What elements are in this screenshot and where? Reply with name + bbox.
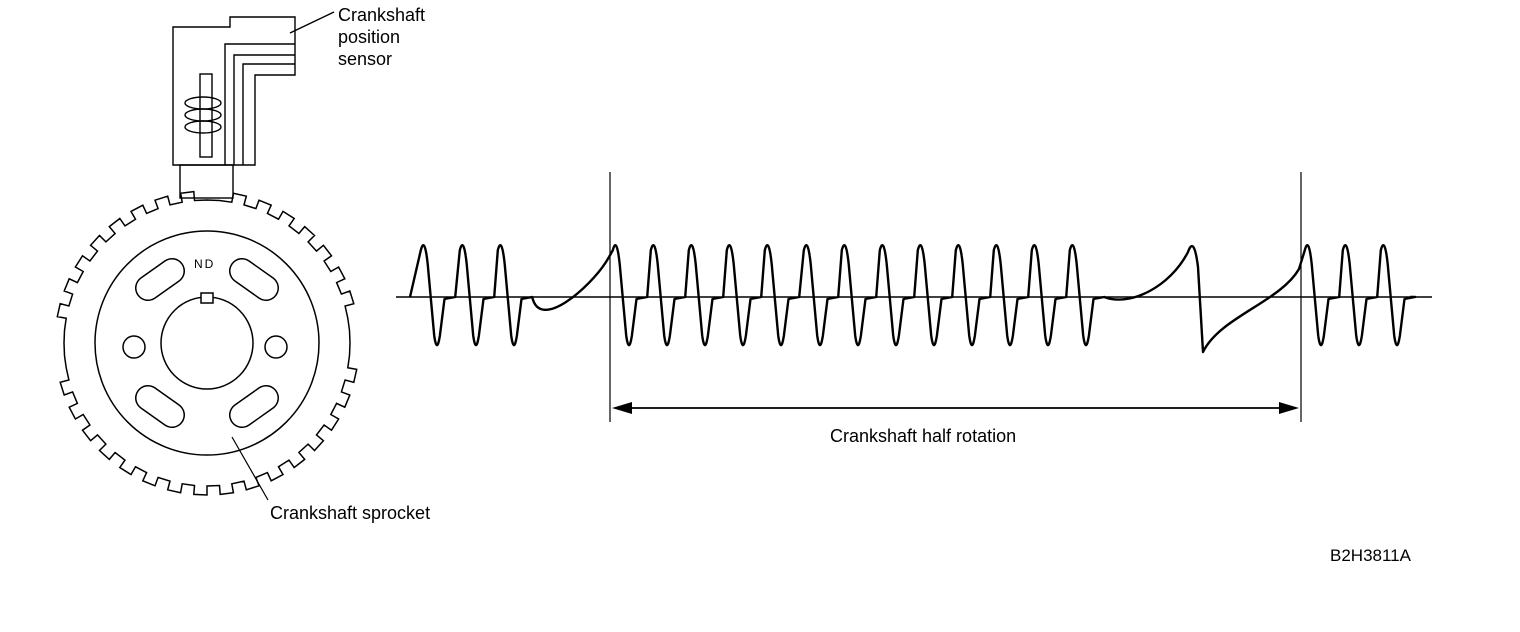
sensor-label: Crankshaft position sensor (338, 4, 425, 70)
crankshaft-sprocket (56, 190, 358, 501)
half-rotation-arrow (612, 402, 1299, 414)
sensor-label-line3: sensor (338, 49, 393, 69)
sensor-waveform (396, 172, 1432, 422)
half-rotation-label: Crankshaft half rotation (830, 426, 1017, 446)
figure-code: B2H3811A (1330, 546, 1411, 565)
sprocket-mark: ND (194, 257, 216, 271)
sensor-label-line2: position (338, 27, 401, 47)
sensor-label-line1: Crankshaft (338, 5, 426, 25)
sprocket-label: Crankshaft sprocket (270, 503, 431, 523)
waveform-signal (408, 244, 1417, 354)
crankshaft-position-sensor (172, 11, 335, 199)
